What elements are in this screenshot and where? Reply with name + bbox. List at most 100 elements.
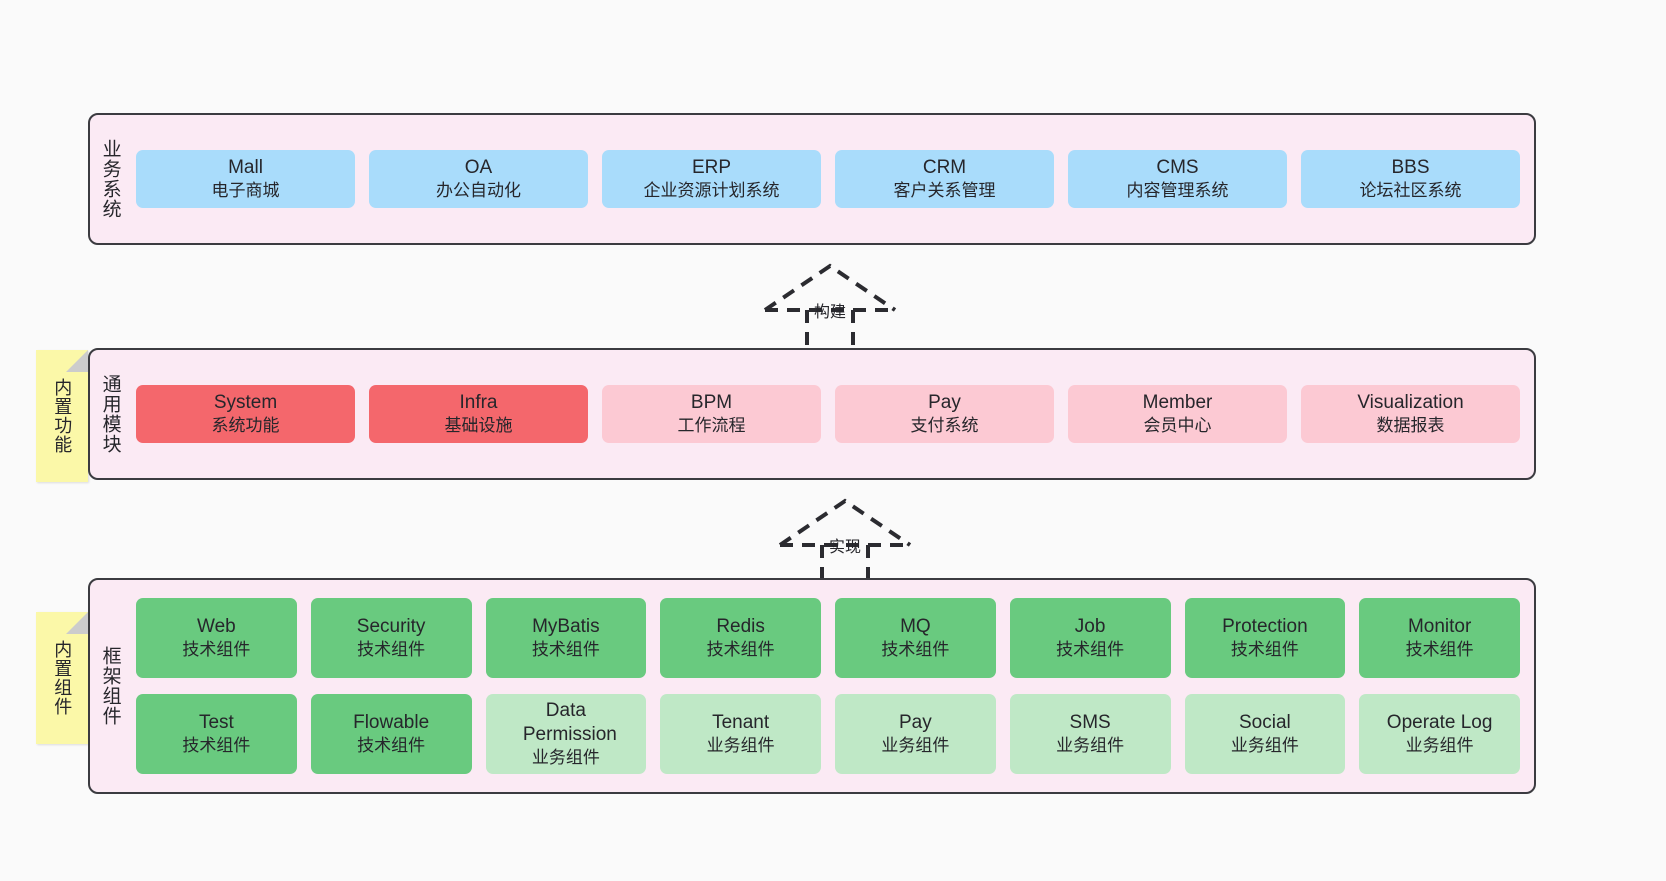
- card-subtitle: 技术组件: [1230, 640, 1299, 660]
- card-subtitle: 电子商城: [211, 181, 280, 201]
- card-subtitle: 内容管理系统: [1126, 181, 1229, 201]
- card-title: Redis: [716, 615, 765, 637]
- card-mall[interactable]: Mall 电子商城: [136, 149, 355, 209]
- card-security[interactable]: Security 技术组件: [310, 598, 472, 678]
- generalization-arrowhead: [763, 263, 897, 312]
- card-title: Job: [1074, 615, 1106, 637]
- card-title: Web: [197, 615, 236, 637]
- connector-build: 构建: [755, 262, 905, 350]
- connector-implement: 实现: [770, 497, 920, 585]
- card-subtitle: 论坛社区系统: [1359, 181, 1462, 201]
- generalization-arrowhead: [778, 498, 912, 547]
- card-subtitle: 工作流程: [677, 416, 746, 436]
- card-title: Social: [1239, 711, 1291, 733]
- sticky-note-label: 内置组件: [52, 640, 73, 716]
- card-title: Flowable: [353, 711, 430, 733]
- card-tenant[interactable]: Tenant 业务组件: [660, 694, 821, 774]
- card-mybatis[interactable]: MyBatis 技术组件: [485, 598, 647, 678]
- card-title: Mall: [228, 156, 263, 178]
- card-web[interactable]: Web 技术组件: [136, 598, 297, 678]
- card-visualization[interactable]: Visualization 数据报表: [1301, 384, 1520, 444]
- layer-body-framework-component: Web 技术组件 Security 技术组件 MyBatis 技术组件 Redi…: [130, 580, 1534, 792]
- card-title: MQ: [900, 615, 931, 637]
- card-subtitle: 客户关系管理: [893, 181, 996, 201]
- card-system[interactable]: System 系统功能: [136, 384, 355, 444]
- card-title: Data Permission: [522, 699, 617, 746]
- card-title: Monitor: [1407, 615, 1472, 637]
- card-flowable[interactable]: Flowable 技术组件: [310, 694, 472, 774]
- card-title: Operate Log: [1386, 711, 1493, 733]
- card-title: Pay: [928, 391, 961, 413]
- sticky-note-builtin-component: 内置组件: [36, 612, 88, 744]
- card-job[interactable]: Job 技术组件: [1009, 598, 1171, 678]
- card-title: BBS: [1391, 156, 1430, 178]
- card-title: Visualization: [1357, 391, 1464, 413]
- card-subtitle: 业务组件: [1405, 736, 1474, 756]
- card-title: OA: [464, 156, 493, 178]
- card-protection[interactable]: Protection 技术组件: [1184, 598, 1346, 678]
- card-erp[interactable]: ERP 企业资源计划系统: [602, 149, 821, 209]
- card-title: CMS: [1156, 156, 1199, 178]
- card-bpm[interactable]: BPM 工作流程: [602, 384, 821, 444]
- layer-business-system: 业务系统 Mall 电子商城 OA 办公自动化 ERP 企业资源计划系统 CRM…: [88, 113, 1536, 245]
- card-oa[interactable]: OA 办公自动化: [369, 149, 588, 209]
- card-test[interactable]: Test 技术组件: [136, 694, 297, 774]
- card-row: Web 技术组件 Security 技术组件 MyBatis 技术组件 Redi…: [136, 598, 1520, 678]
- card-title: MyBatis: [532, 615, 600, 637]
- card-subtitle: 办公自动化: [436, 181, 521, 201]
- card-subtitle: 技术组件: [357, 640, 426, 660]
- card-subtitle: 技术组件: [706, 640, 775, 660]
- card-subtitle: 技术组件: [357, 736, 426, 756]
- layer-body-common-module: System 系统功能 Infra 基础设施 BPM 工作流程 Pay 支付系统…: [130, 350, 1534, 478]
- card-redis[interactable]: Redis 技术组件: [660, 598, 821, 678]
- card-infra[interactable]: Infra 基础设施: [369, 384, 588, 444]
- card-sms[interactable]: SMS 业务组件: [1009, 694, 1171, 774]
- card-subtitle: 技术组件: [531, 640, 600, 660]
- card-title: Protection: [1222, 615, 1308, 637]
- card-member[interactable]: Member 会员中心: [1068, 384, 1287, 444]
- card-title: Pay: [899, 711, 932, 733]
- card-subtitle: 支付系统: [910, 416, 979, 436]
- card-pay-module[interactable]: Pay 支付系统: [835, 384, 1054, 444]
- card-title: Security: [356, 615, 426, 637]
- card-monitor[interactable]: Monitor 技术组件: [1359, 598, 1520, 678]
- card-title: Member: [1142, 391, 1213, 413]
- sticky-note-label: 内置功能: [52, 378, 73, 454]
- card-mq[interactable]: MQ 技术组件: [835, 598, 996, 678]
- layer-title-business-system: 业务系统: [99, 139, 121, 219]
- card-subtitle: 系统功能: [211, 416, 280, 436]
- card-title: Tenant: [712, 711, 770, 733]
- card-row: Mall 电子商城 OA 办公自动化 ERP 企业资源计划系统 CRM 客户关系…: [136, 149, 1520, 209]
- connector-implement-label: 实现: [828, 539, 862, 556]
- card-subtitle: 数据报表: [1376, 416, 1445, 436]
- card-cms[interactable]: CMS 内容管理系统: [1068, 149, 1287, 209]
- card-title: Test: [198, 711, 234, 733]
- card-pay-component[interactable]: Pay 业务组件: [835, 694, 996, 774]
- layer-framework-component: 框架组件 Web 技术组件 Security 技术组件 MyBatis 技术组件…: [88, 578, 1536, 794]
- card-title: BPM: [690, 391, 733, 413]
- card-subtitle: 业务组件: [706, 736, 775, 756]
- card-crm[interactable]: CRM 客户关系管理: [835, 149, 1054, 209]
- card-title: Infra: [459, 391, 498, 413]
- card-social[interactable]: Social 业务组件: [1184, 694, 1346, 774]
- card-subtitle: 技术组件: [1056, 640, 1125, 660]
- card-row: Test 技术组件 Flowable 技术组件 Data Permission …: [136, 694, 1520, 774]
- card-subtitle: 业务组件: [1230, 736, 1299, 756]
- card-subtitle: 技术组件: [182, 736, 251, 756]
- card-title: CRM: [922, 156, 967, 178]
- connector-build-label: 构建: [813, 304, 847, 321]
- card-subtitle: 业务组件: [531, 748, 600, 768]
- generalization-arrow-stem: [805, 310, 855, 350]
- card-subtitle: 业务组件: [1056, 736, 1125, 756]
- card-data-permission[interactable]: Data Permission 业务组件: [485, 694, 647, 774]
- layer-title-framework-component: 框架组件: [99, 646, 121, 726]
- card-operate-log[interactable]: Operate Log 业务组件: [1359, 694, 1520, 774]
- card-subtitle: 企业资源计划系统: [643, 181, 780, 201]
- card-title: System: [213, 391, 278, 413]
- card-subtitle: 会员中心: [1143, 416, 1212, 436]
- card-subtitle: 技术组件: [881, 640, 950, 660]
- card-subtitle: 技术组件: [182, 640, 251, 660]
- card-bbs[interactable]: BBS 论坛社区系统: [1301, 149, 1520, 209]
- sticky-note-builtin-function: 内置功能: [36, 350, 88, 482]
